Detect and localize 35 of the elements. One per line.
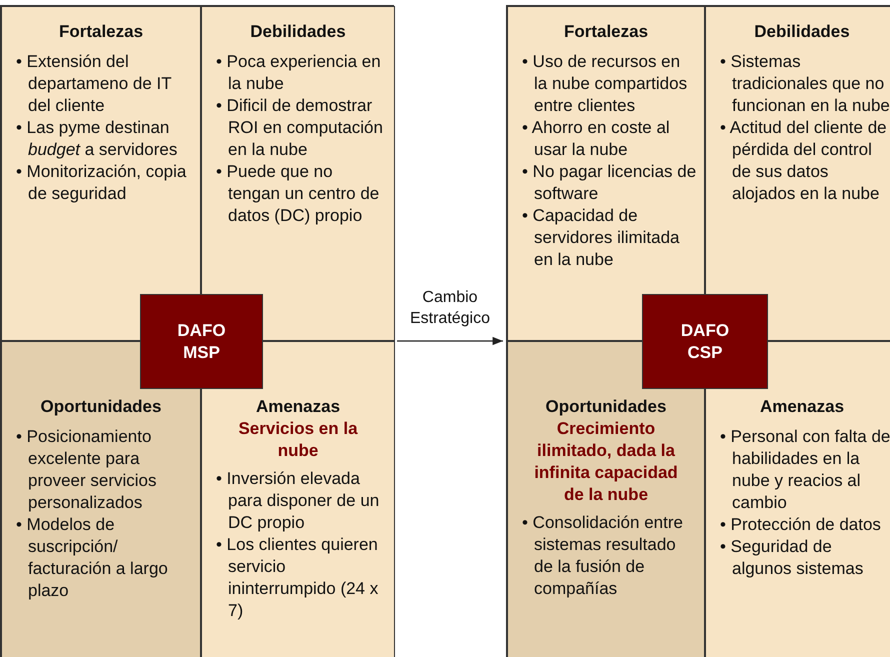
bullet-item: • Actitud del cliente de pérdida del control de sus datos alojados en la nube — [720, 117, 888, 205]
bullet-item: • Monitorización, copia de seguridad — [16, 161, 188, 205]
quadrant-heading: Amenazas — [254, 396, 342, 418]
bullet-item: • Los clientes quieren servicio ininterrumpido (24 x 7) — [216, 534, 380, 622]
quadrant-heading: Debilidades — [753, 21, 851, 43]
quadrant-heading: Debilidades — [249, 21, 347, 43]
swot-matrix — [506, 5, 890, 657]
bullet-item: • Protección de datos — [720, 514, 882, 536]
bullet-item: • Consolidación entre sistemas resultado de la fusión de compañías — [522, 512, 684, 600]
quadrant-heading: Fortalezas — [58, 21, 144, 43]
bullet-item: • Dificil de demostrar ROI en computación en la nube — [216, 95, 384, 161]
quadrant-heading: Fortalezas — [562, 21, 650, 43]
bullet-item: • Ahorro en coste al usar la nube — [522, 117, 671, 161]
title-box: DAFO MSP — [140, 294, 263, 389]
quadrant-heading: Amenazas — [758, 396, 846, 418]
bullet-item: • Personal con falta de habilidades en la nube y reacios al cambio — [720, 426, 890, 514]
bullet-item: • Poca experiencia en la nube — [216, 51, 382, 95]
swot-matrix — [0, 5, 394, 657]
quadrant-heading: Oportunidades — [40, 396, 162, 418]
highlight-text: Servicios en la nube — [237, 418, 359, 462]
bullet-item: • Puede que no tengan un centro de datos (DC) propio — [216, 161, 380, 227]
bullet-item: • Modelos de suscripción/ facturación a largo plazo — [16, 514, 169, 602]
bullet-item: • Extensión del departameno de IT del cliente — [16, 51, 172, 117]
bullet-item: • Inversión elevada para disponer de un DC propio — [216, 468, 380, 534]
bullet-item: • Uso de recursos en la nube compartidos entre clientes — [522, 51, 688, 117]
highlight-text: Crecimiento ilimitado, dada la infinita capacidad de la nube — [533, 418, 679, 506]
title-box: DAFO CSP — [642, 294, 768, 389]
bullet-item: • Sistemas tradicionales que no funcionan en la nube — [720, 51, 890, 117]
bullet-item: • No pagar licencias de software — [522, 161, 698, 205]
quadrant-heading: Oportunidades — [544, 396, 668, 418]
bullet-item: • Las pyme destinan budget a servidores — [16, 117, 178, 161]
bullet-item: • Seguridad de algunos sistemas — [720, 536, 864, 580]
bullet-item: • Posicionamiento excelente para proveer servicios personalizados — [16, 426, 158, 514]
bullet-item: • Capacidad de servidores ilimitada en la nube — [522, 205, 680, 271]
arrow — [397, 336, 503, 346]
